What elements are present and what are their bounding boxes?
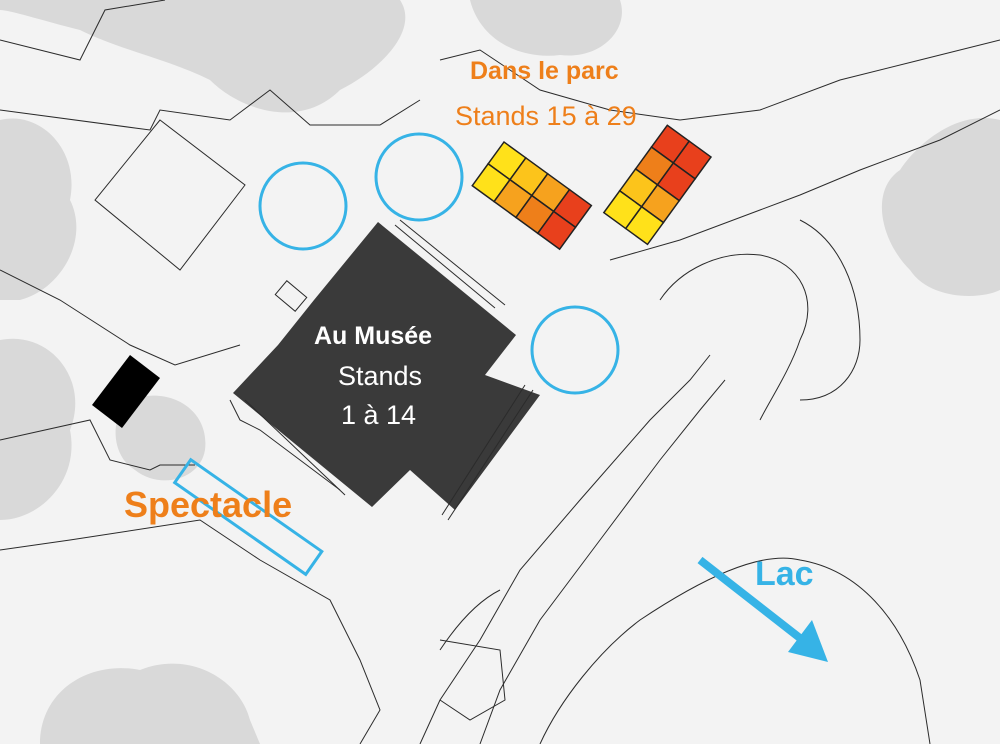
stand: [536, 210, 577, 251]
steps-right-2: [447, 389, 534, 521]
tree-cluster-left: [0, 118, 77, 300]
road-right-top: [439, 39, 1000, 121]
wall-museum-left: [229, 399, 341, 491]
museum-steps: [244, 219, 534, 521]
path-bottom-left: [0, 519, 381, 744]
wall-left: [0, 269, 241, 366]
stall-circles: [258, 132, 620, 395]
path-diagonal-bottom: [419, 354, 711, 744]
circle-outline-icon: [258, 161, 348, 251]
steps-left: [244, 399, 346, 496]
park-stands-group-1: [471, 140, 593, 251]
stand: [602, 189, 643, 230]
curve-path-right-outer: [799, 219, 861, 401]
tree-cluster-bottom-left: [40, 663, 260, 744]
road-right-bottom: [609, 109, 1000, 261]
steps-top-2: [399, 219, 506, 306]
circle-outline-icon: [374, 132, 464, 222]
lake-label: Lac: [755, 555, 814, 593]
tree-cluster-left-lower: [0, 338, 76, 520]
circle-outline-icon: [530, 305, 620, 395]
tree-cluster-top-center: [470, 0, 622, 56]
tree-cluster-top-left: [0, 0, 406, 113]
arrow-down-right-icon: [697, 556, 828, 662]
tree-cluster-right: [881, 118, 1000, 296]
small-stairs: [274, 280, 308, 312]
museum-stands-line1: Stands: [338, 361, 423, 391]
park-stands-label: Stands 15 à 29: [455, 101, 637, 131]
path-left: [0, 419, 195, 471]
show-label: Spectacle: [124, 484, 293, 525]
museum-stands-line2: 1 à 14: [341, 400, 417, 430]
dark-building: [92, 355, 160, 428]
tree-cluster-center-left: [115, 395, 206, 481]
show-area: [172, 457, 324, 577]
curve-path-right: [659, 253, 809, 421]
steps-top: [394, 224, 496, 309]
park-title: Dans le parc: [470, 57, 619, 85]
wall-top: [0, 89, 421, 131]
building-square-left: [94, 119, 246, 271]
path-diagonal-bottom-2: [479, 379, 726, 744]
steps-right: [441, 384, 526, 516]
stairs-bottom-right: [439, 639, 506, 721]
museum-building: [233, 222, 540, 510]
building-outline-top-left: [0, 0, 166, 61]
curve-bottom-right: [539, 557, 931, 744]
park-stands-group-2: [602, 124, 713, 246]
museum-title: Au Musée: [314, 322, 433, 350]
